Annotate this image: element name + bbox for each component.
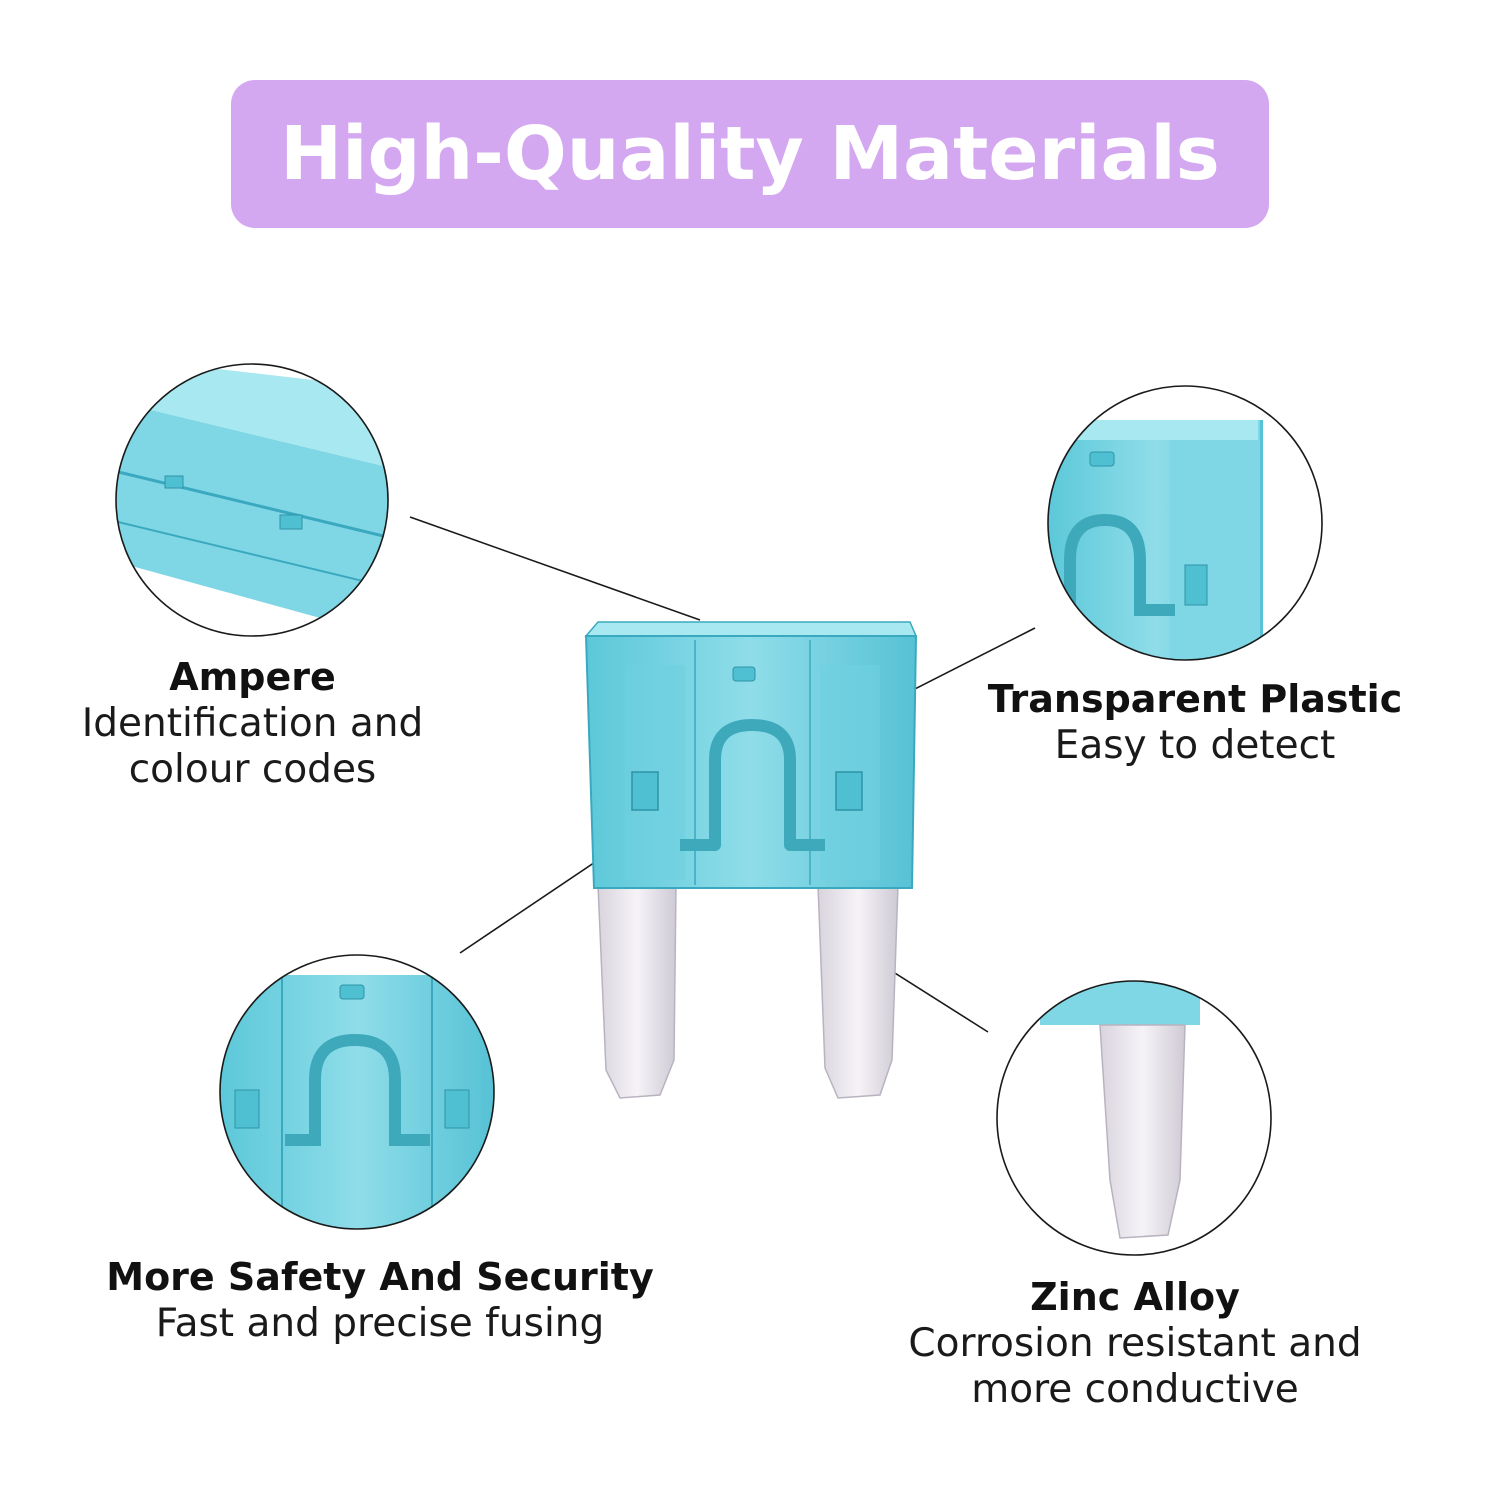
callout-zinc-title: Zinc Alloy — [1030, 1275, 1240, 1319]
callout-zinc-line: Corrosion resistant and — [908, 1320, 1362, 1366]
fuse-blade-left — [597, 884, 677, 1099]
callout-ampere-title: Ampere — [169, 655, 336, 699]
callout-plastic-title: Transparent Plastic — [987, 677, 1403, 721]
zoom-circle-safety — [219, 954, 495, 1230]
callout-ampere: Ampere Identification and colour codes — [40, 655, 465, 794]
title-banner: High-Quality Materials — [231, 80, 1269, 228]
zoom-circle-plastic — [1047, 385, 1323, 661]
page-title: High-Quality Materials — [280, 111, 1220, 197]
callout-safety-title: More Safety And Security — [106, 1255, 654, 1299]
fuse-blade-right — [817, 884, 899, 1099]
callout-zinc-line: more conductive — [971, 1367, 1299, 1413]
callout-ampere-line: Identification and — [81, 700, 424, 746]
fuse-element — [680, 719, 825, 851]
mini-blade-fuse — [584, 621, 918, 1099]
callout-ampere-line: colour codes — [128, 747, 377, 793]
zoom-circle-ampere — [115, 363, 389, 637]
zoom-circle-zinc — [996, 980, 1272, 1256]
fuse-top-cap — [584, 621, 918, 637]
callout-zinc: Zinc Alloy Corrosion resistant and more … — [880, 1275, 1390, 1414]
callout-safety: More Safety And Security Fast and precis… — [90, 1255, 670, 1347]
callout-safety-line: Fast and precise fusing — [155, 1300, 605, 1346]
callout-plastic-line: Easy to detect — [1054, 722, 1336, 768]
callout-plastic: Transparent Plastic Easy to detect — [960, 677, 1430, 769]
leader-line-ampere — [409, 516, 701, 621]
